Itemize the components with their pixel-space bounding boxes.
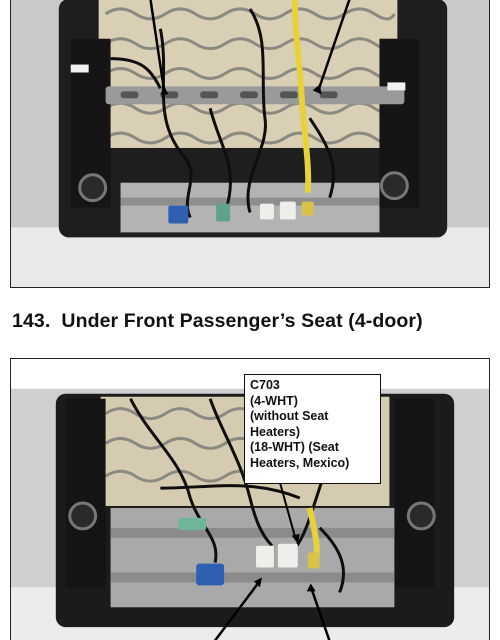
callout-line: (4-WHT) <box>250 393 298 408</box>
driver-seat-underside-photo <box>11 0 489 287</box>
figure-bottom <box>10 358 490 640</box>
callout-line: C703 <box>250 378 280 392</box>
section-number: 143. <box>12 310 51 332</box>
callout-line: (without Seat <box>250 409 329 424</box>
connector-callout-c703: C703 (4-WHT) (without Seat Heaters) (18-… <box>244 374 381 484</box>
callout-line: (18-WHT) (Seat <box>250 440 339 455</box>
figure-top <box>10 0 490 288</box>
callout-line: Heaters) <box>250 424 301 439</box>
section-title: Under Front Passenger’s Seat (4-door) <box>61 310 423 332</box>
callout-line: Heaters, Mexico) <box>250 455 350 470</box>
section-heading: 143. Under Front Passenger’s Seat (4-doo… <box>12 310 423 333</box>
passenger-seat-underside-photo <box>11 359 489 640</box>
